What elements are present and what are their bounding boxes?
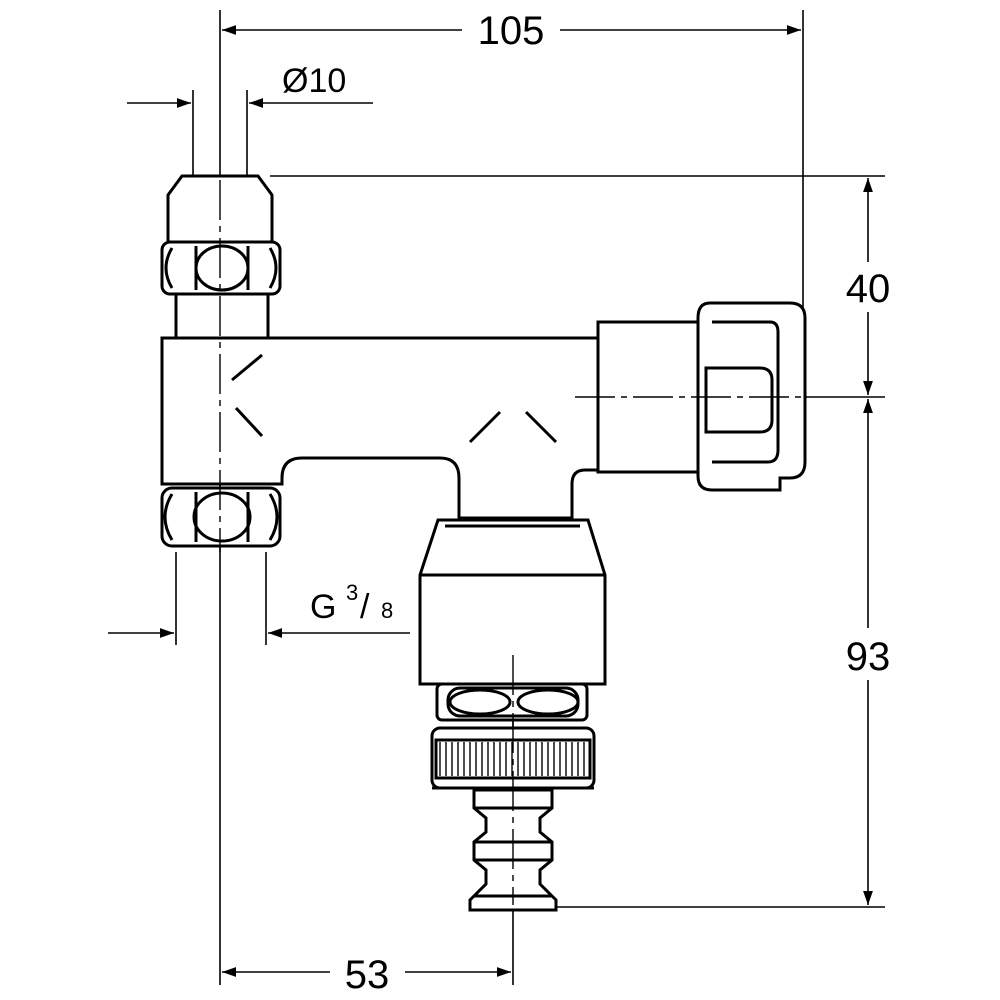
thread-numerator: 3 xyxy=(346,580,358,605)
dim-top-height: 40 xyxy=(846,267,891,311)
dimension-lines xyxy=(108,25,873,977)
center-lines xyxy=(219,180,805,905)
thread-prefix: G xyxy=(310,588,336,626)
dim-thread-label: G 3 / 8 xyxy=(310,580,393,626)
top-pipe-stub xyxy=(174,292,270,340)
thread-denominator: 8 xyxy=(381,598,393,623)
dim-bottom-height: 93 xyxy=(846,635,891,679)
dim-outlet-offset: 53 xyxy=(345,953,390,997)
dim-total-width: 105 xyxy=(478,9,545,53)
bottom-hex-nut xyxy=(160,486,282,548)
main-body xyxy=(160,336,600,520)
thread-slash: / xyxy=(360,588,370,626)
outlet-hex-collar xyxy=(435,682,589,722)
knurl-lines xyxy=(439,742,585,776)
valve-body xyxy=(160,174,807,912)
top-hex-nut xyxy=(160,240,282,296)
dim-pipe-diameter: Ø10 xyxy=(282,62,346,100)
